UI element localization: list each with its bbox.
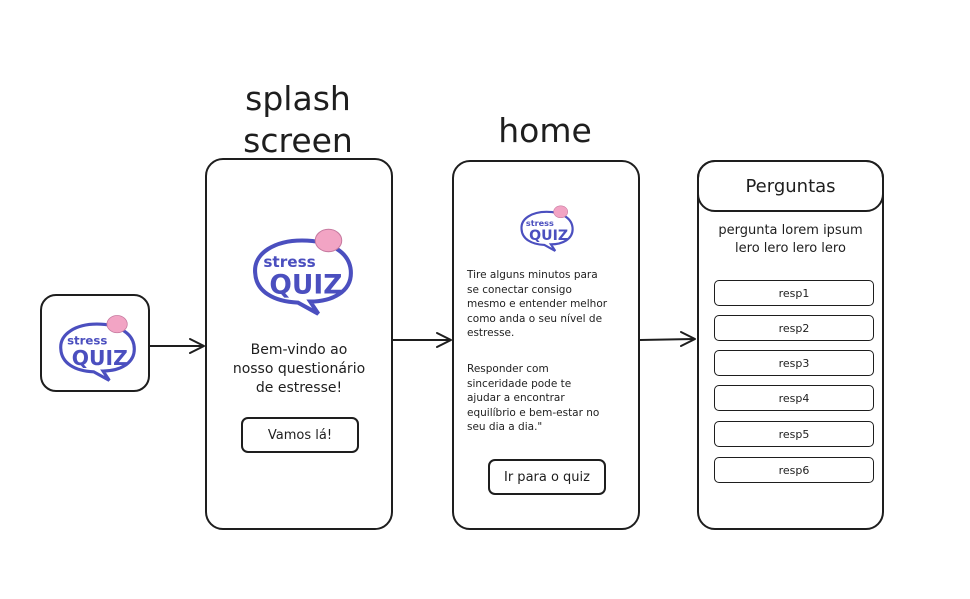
arrowhead-splash-to-home [436,332,452,348]
vamos-la-button[interactable]: Vamos lá! [241,417,359,453]
motivation-line: equilíbrio e bem-estar no [467,406,600,419]
logo-word-quiz: QUIZ [269,269,342,300]
answer-option-2[interactable]: resp2 [714,315,874,341]
brain-icon [553,205,569,219]
welcome-text: Bem-vindo ao nosso questionário de estre… [207,341,391,398]
intro-line: Tire alguns minutos para [467,269,598,281]
brain-icon [106,315,128,334]
answer-option-5[interactable]: resp5 [714,421,874,447]
intro-line: como anda o seu nível de [467,312,603,325]
brain-icon [314,228,343,253]
answer-option-1[interactable]: resp1 [714,280,874,306]
ir-para-o-quiz-button[interactable]: Ir para o quiz [488,459,606,495]
logo-word-stress: stress [263,253,315,271]
arrowhead-icon-to-splash [189,338,205,354]
splash-label-line1: splash [245,79,351,118]
welcome-line3: de estresse! [255,380,343,396]
perguntas-frame: Perguntas pergunta lorem ipsum lero lero… [697,160,884,530]
splash-screen-label: splash screen [228,78,368,162]
question-line1: pergunta lorem ipsum [718,223,863,238]
arrowhead-home-to-perguntas [680,331,696,347]
splash-label-line2: screen [243,121,353,160]
perguntas-header: Perguntas [697,160,884,212]
intro-line: se conectar consigo [467,283,572,296]
motivation-line: ajudar a encontrar [467,392,565,404]
question-text: pergunta lorem ipsum lero lero lero lero [699,222,882,258]
welcome-line1: Bem-vindo ao [250,342,348,358]
home-label: home [498,111,592,150]
arrow-home-to-perguntas [639,338,695,341]
question-line2: lero lero lero lero [735,241,846,256]
speech-bubble-icon [59,322,136,382]
answer-option-4[interactable]: resp4 [714,385,874,411]
speech-bubble-icon [253,238,353,316]
answer-option-3[interactable]: resp3 [714,350,874,376]
logo-word-quiz: QUIZ [72,346,128,370]
intro-line: mesmo e entender melhor [467,298,608,310]
motivation-line: Responder com [467,363,549,375]
welcome-line2: nosso questionário [232,361,366,377]
intro-line: estresse. [467,327,515,339]
logo-word-quiz: QUIZ [529,228,568,244]
speech-bubble-icon [520,210,574,252]
motivation-paragraph: Responder com sinceridade pode te ajudar… [467,362,637,435]
logo-word-stress: stress [526,218,554,228]
logo-word-stress: stress [67,333,107,347]
motivation-line: sinceridade pode te [467,377,572,390]
intro-paragraph: Tire alguns minutos para se conectar con… [467,268,637,341]
answer-option-6[interactable]: resp6 [714,457,874,483]
motivation-line: seu dia a dia." [467,421,543,433]
